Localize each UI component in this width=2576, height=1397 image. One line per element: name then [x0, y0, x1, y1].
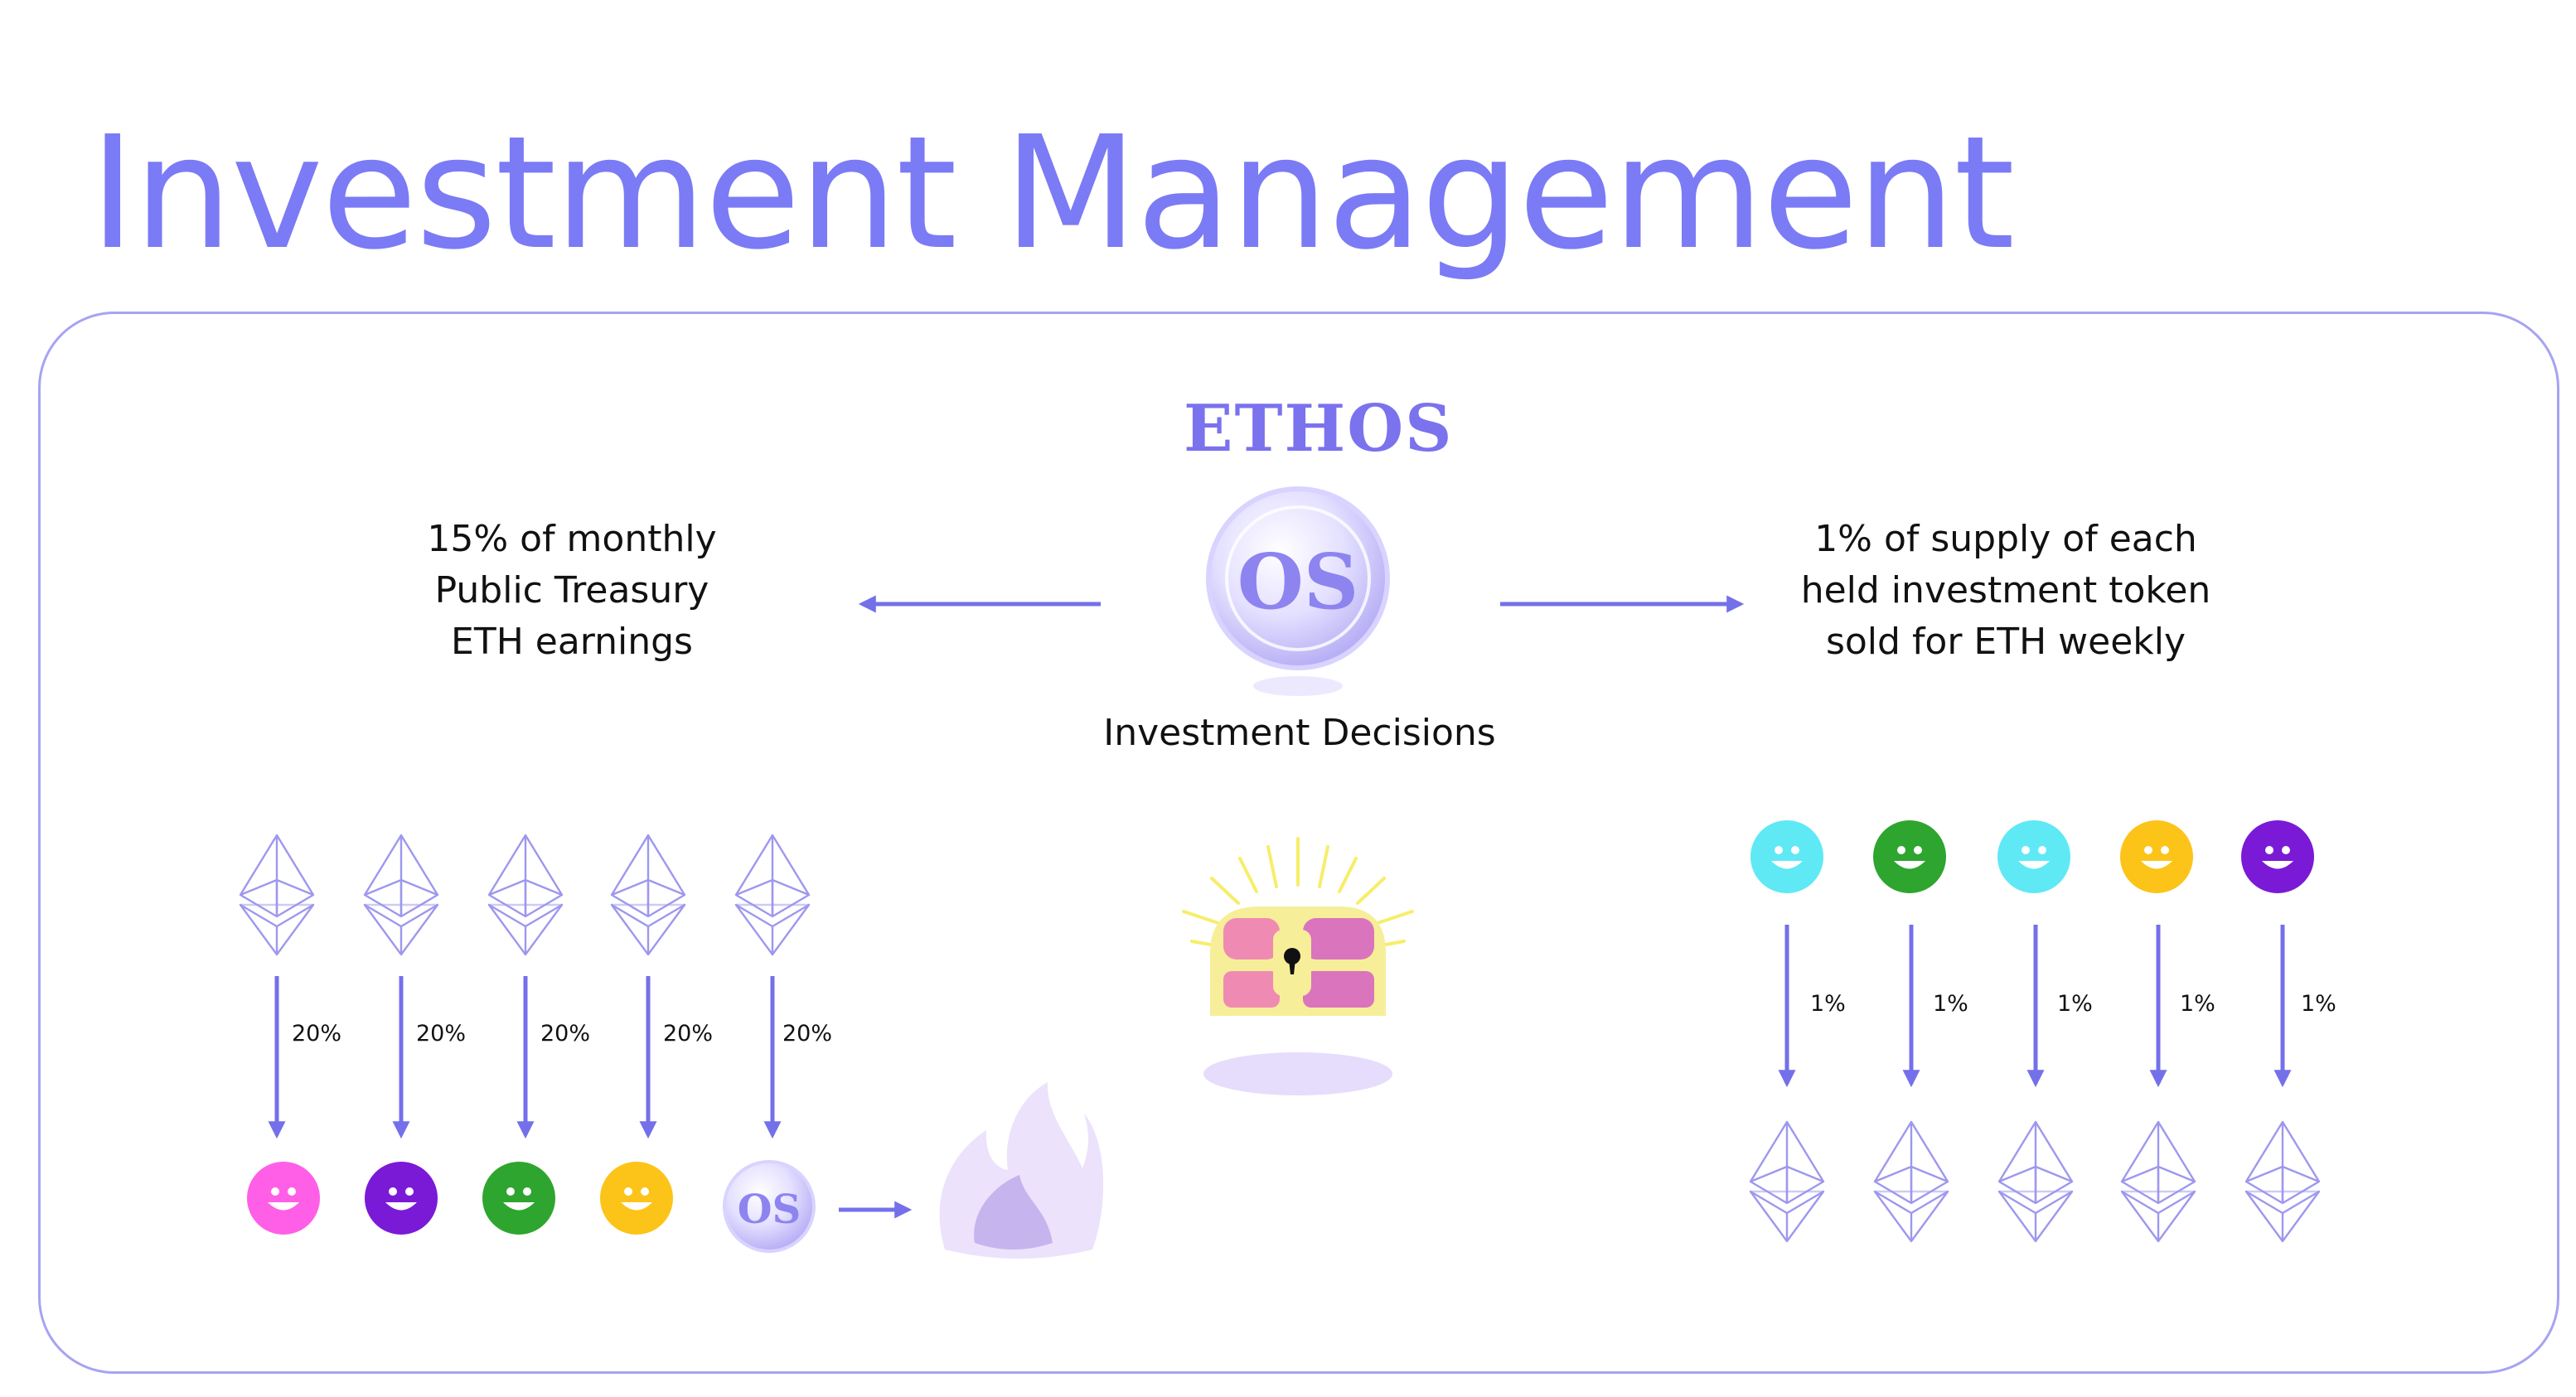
page-title: Investment Management — [90, 103, 2015, 284]
eth-diamond-icon — [734, 834, 811, 956]
os-coin-icon: OS — [1206, 486, 1390, 696]
split-percent-label: 20% — [416, 1021, 467, 1047]
split-percent-label: 20% — [663, 1021, 714, 1047]
right-description-line: held investment token — [1800, 569, 2211, 611]
coin-text: OS — [1237, 537, 1359, 626]
left-description: 15% of monthly Public Treasury ETH earni… — [365, 514, 779, 668]
eth-diamond-icon — [1749, 1120, 1825, 1243]
eth-diamond-icon — [1997, 1120, 2074, 1243]
eth-diamond-icon — [2120, 1120, 2196, 1243]
diagram-frame — [38, 312, 2559, 1374]
investment-decisions-label: Investment Decisions — [1103, 712, 1496, 754]
split-percent-label: 20% — [292, 1021, 342, 1047]
eth-diamond-icon — [2244, 1120, 2321, 1243]
yellow-smiley-token-icon — [600, 1162, 673, 1235]
sale-percent-label: 1% — [2301, 991, 2336, 1017]
left-description-line: Public Treasury — [434, 569, 709, 611]
cyan-smiley-token-icon — [1997, 820, 2070, 893]
eth-diamond-icon — [239, 834, 315, 956]
right-description: 1% of supply of each held investment tok… — [1765, 514, 2246, 668]
coin-text: OS — [738, 1187, 801, 1233]
eth-diamond-icon — [487, 834, 564, 956]
pink-smiley-token-icon — [247, 1162, 320, 1235]
right-description-line: 1% of supply of each — [1814, 518, 2197, 560]
right-description-line: sold for ETH weekly — [1825, 621, 2186, 663]
sale-percent-label: 1% — [1810, 991, 1846, 1017]
green-smiley-token-icon — [482, 1162, 555, 1235]
flame-burn-icon — [939, 1082, 1104, 1259]
os-coin-icon: OS — [723, 1160, 816, 1253]
sale-percent-label: 1% — [1933, 991, 1968, 1017]
yellow-smiley-token-icon — [2120, 820, 2193, 893]
sale-percent-label: 1% — [2057, 991, 2093, 1017]
eth-diamond-icon — [1873, 1120, 1949, 1243]
green-smiley-token-icon — [1873, 820, 1946, 893]
purple-smiley-token-icon — [2241, 820, 2314, 893]
split-percent-label: 20% — [540, 1021, 591, 1047]
split-percent-label: 20% — [782, 1021, 833, 1047]
sale-percent-label: 1% — [2180, 991, 2215, 1017]
eth-diamond-icon — [363, 834, 439, 956]
left-description-line: 15% of monthly — [427, 518, 717, 560]
brand-name: ETHOS — [1184, 391, 1454, 466]
left-description-line: ETH earnings — [451, 621, 693, 663]
treasure-chest-icon — [1182, 837, 1414, 1095]
cyan-smiley-token-icon — [1750, 820, 1823, 893]
purple-smiley-token-icon — [365, 1162, 438, 1235]
eth-diamond-icon — [610, 834, 686, 956]
